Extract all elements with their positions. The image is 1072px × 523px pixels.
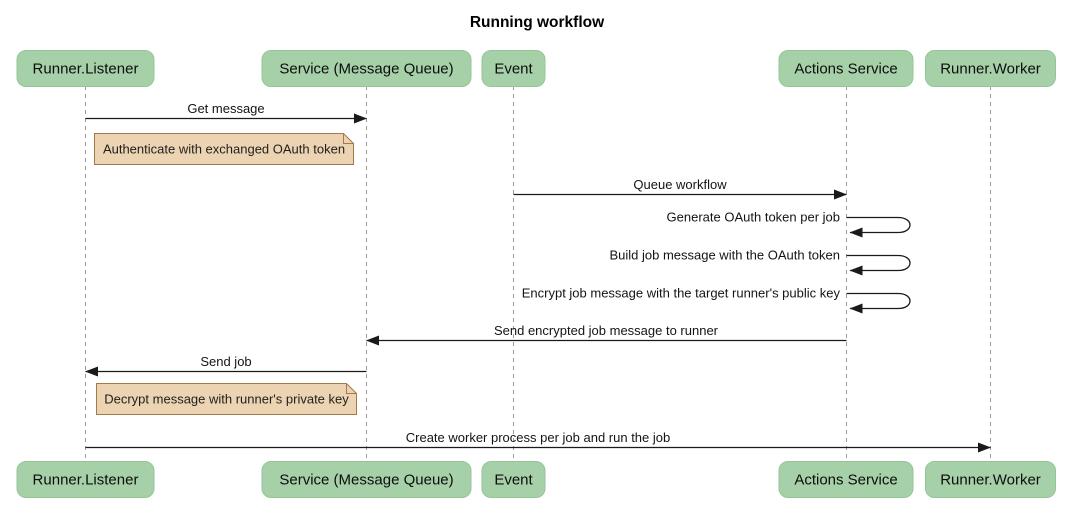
- self-loop-generate-oauth-token: [846, 216, 911, 238]
- message-label-get-message: Get message: [187, 101, 264, 116]
- note-decrypt: [96, 383, 357, 415]
- message-label-send-encrypted-job-message: Send encrypted job message to runner: [494, 323, 719, 338]
- participant-event-bottom: [481, 461, 546, 498]
- participant-label: Runner.Worker: [940, 472, 1041, 489]
- note-label-authenticate: Authenticate with exchanged OAuth token: [103, 142, 345, 157]
- participant-actions-service-top: [778, 50, 914, 87]
- note-fold: [346, 383, 357, 394]
- participant-label: Runner.Worker: [940, 61, 1041, 78]
- message-label-generate-oauth-token: Generate OAuth token per job: [667, 210, 840, 225]
- participant-label: Runner.Listener: [33, 61, 139, 78]
- participant-runner-worker-bottom: [925, 461, 1056, 498]
- participant-label: Event: [494, 61, 533, 78]
- message-label-build-job-message: Build job message with the OAuth token: [609, 248, 840, 263]
- participant-runner-listener-top: [16, 50, 155, 87]
- message-label-create-worker-process: Create worker process per job and run th…: [406, 430, 670, 445]
- self-loop-encrypt-job-message: [846, 292, 911, 314]
- participant-service-message-queue-top: [261, 50, 472, 87]
- participant-actions-service-bottom: [778, 461, 914, 498]
- diagram-title: Running workflow: [470, 14, 605, 31]
- message-label-encrypt-job-message: Encrypt job message with the target runn…: [522, 286, 841, 301]
- self-loop-build-job-message: [846, 254, 911, 276]
- participant-service-message-queue-bottom: [261, 461, 472, 498]
- note-authenticate: [94, 133, 354, 165]
- participant-label: Event: [494, 472, 533, 489]
- message-label-send-job: Send job: [200, 354, 251, 369]
- participant-label: Runner.Listener: [33, 472, 139, 489]
- message-label-queue-workflow: Queue workflow: [633, 177, 727, 192]
- participant-label: Service (Message Queue): [279, 472, 453, 489]
- participant-runner-worker-top: [925, 50, 1056, 87]
- participant-event-top: [481, 50, 546, 87]
- note-fold: [343, 133, 354, 144]
- participant-label: Service (Message Queue): [279, 61, 453, 78]
- participant-runner-listener-bottom: [16, 461, 155, 498]
- participant-label: Actions Service: [794, 61, 897, 78]
- participant-label: Actions Service: [794, 472, 897, 489]
- note-label-decrypt: Decrypt message with runner's private ke…: [104, 392, 349, 407]
